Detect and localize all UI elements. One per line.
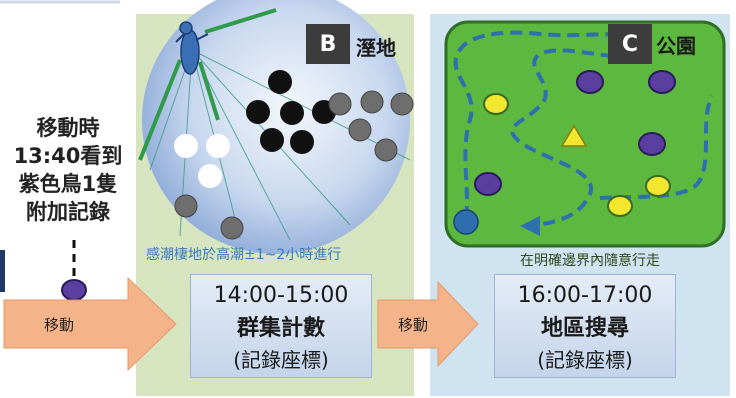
gray-bird bbox=[174, 194, 198, 218]
white-bird bbox=[198, 164, 222, 188]
start-point bbox=[453, 209, 479, 235]
move-arrow-1 bbox=[3, 276, 177, 372]
white-bird bbox=[174, 134, 198, 158]
wetland-time: 14:00-15:00 bbox=[213, 283, 349, 308]
purple-bird bbox=[576, 70, 604, 94]
move-label-1: 移動 bbox=[44, 316, 75, 334]
wetland-caption: 感潮棲地於高潮±1~2小時進行 bbox=[146, 247, 342, 263]
purple-bird bbox=[474, 172, 502, 196]
yellow-bird bbox=[607, 195, 633, 217]
park-method: 地區搜尋 bbox=[540, 316, 629, 341]
park-caption: 在明確邊界內隨意行走 bbox=[520, 253, 660, 269]
black-bird bbox=[280, 101, 304, 125]
gray-bird bbox=[348, 118, 372, 142]
gray-bird bbox=[328, 92, 352, 116]
note-line: 移動時 bbox=[36, 116, 100, 140]
moving-observation-note: 移動時 13:40看到 紫色鳥1隻 附加記錄 bbox=[4, 114, 132, 226]
gray-bird-cluster bbox=[174, 90, 414, 240]
yellow-bird bbox=[483, 93, 509, 115]
panel-b-label: 溼地 bbox=[356, 36, 396, 60]
panel-c-label: 公園 bbox=[656, 34, 696, 58]
purple-bird bbox=[648, 70, 676, 94]
panel-b-tag: B bbox=[306, 24, 350, 64]
white-bird bbox=[206, 134, 230, 158]
note-line: 紫色鳥1隻 bbox=[18, 172, 118, 196]
park-birds bbox=[474, 70, 676, 217]
edge-marker bbox=[0, 250, 5, 292]
yellow-bird bbox=[645, 175, 671, 197]
black-bird-cluster bbox=[246, 70, 336, 154]
note-line: 13:40看到 bbox=[13, 144, 123, 168]
purple-bird bbox=[638, 132, 666, 156]
black-bird bbox=[260, 128, 284, 152]
gray-bird bbox=[390, 92, 414, 116]
park-time: 16:00-17:00 bbox=[517, 283, 653, 308]
note-line: 附加記錄 bbox=[26, 200, 110, 224]
gray-bird bbox=[374, 138, 398, 162]
black-bird bbox=[290, 130, 314, 154]
wetland-method: 群集計數 bbox=[236, 316, 325, 341]
park-schedule-box: 16:00-17:00 地區搜尋 (記錄座標) bbox=[494, 274, 676, 378]
triangle-marker-icon bbox=[560, 124, 588, 147]
wetland-schedule-box: 14:00-15:00 群集計數 (記錄座標) bbox=[190, 274, 372, 378]
park-note: (記錄座標) bbox=[537, 348, 633, 372]
white-bird-cluster bbox=[174, 134, 230, 188]
move-arrow-2 bbox=[377, 280, 479, 368]
wetland-note: (記錄座標) bbox=[233, 348, 329, 372]
gray-bird bbox=[360, 90, 384, 114]
walk-path-branch bbox=[599, 95, 714, 200]
black-bird bbox=[246, 100, 270, 124]
telescope-icon bbox=[138, 8, 277, 161]
purple-bird-observed bbox=[61, 279, 87, 301]
black-bird bbox=[268, 70, 292, 94]
gray-bird bbox=[220, 216, 244, 240]
panel-c-tag: C bbox=[608, 24, 652, 64]
path-arrowhead-icon bbox=[520, 216, 540, 236]
move-label-2: 移動 bbox=[398, 316, 429, 334]
